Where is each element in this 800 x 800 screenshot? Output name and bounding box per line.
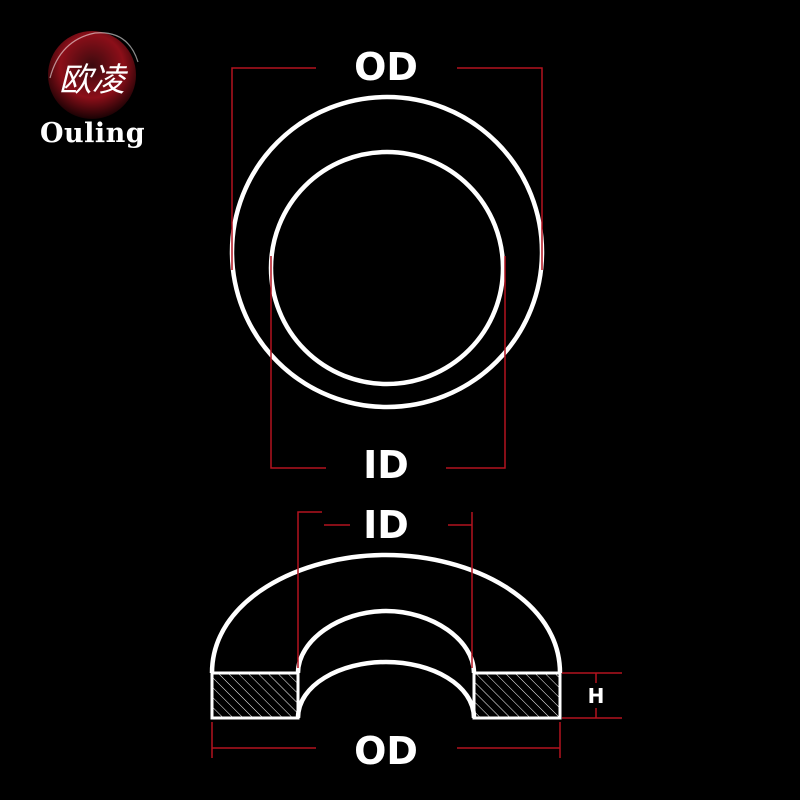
- left-cross-section: [210, 671, 300, 720]
- inner-arch-bottom: [295, 659, 477, 719]
- section-id-label: ID: [363, 503, 409, 547]
- section-id-dimension: [297, 511, 473, 668]
- top-view: OD ID: [229, 45, 545, 487]
- outer-circle: [229, 94, 545, 410]
- brand-seal-icon: 欧凌: [48, 31, 139, 119]
- brand-chinese-mark: 欧凌: [59, 60, 128, 99]
- top-od-dimension: [231, 67, 543, 270]
- top-od-label: OD: [354, 45, 418, 89]
- height-label: H: [588, 684, 605, 708]
- brand-name: Ouling: [40, 118, 146, 149]
- section-od-dimension: [211, 722, 561, 758]
- inner-arch-top: [295, 608, 477, 674]
- top-id-label: ID: [363, 443, 409, 487]
- top-id-dimension: [270, 256, 506, 469]
- height-dimension: [562, 672, 622, 719]
- section-view: ID OD H: [209, 503, 622, 773]
- inner-circle: [268, 149, 506, 387]
- section-od-label: OD: [354, 729, 418, 773]
- right-cross-section: [472, 671, 562, 720]
- brand-logo: 欧凌: [48, 31, 139, 119]
- outer-arch: [209, 552, 563, 674]
